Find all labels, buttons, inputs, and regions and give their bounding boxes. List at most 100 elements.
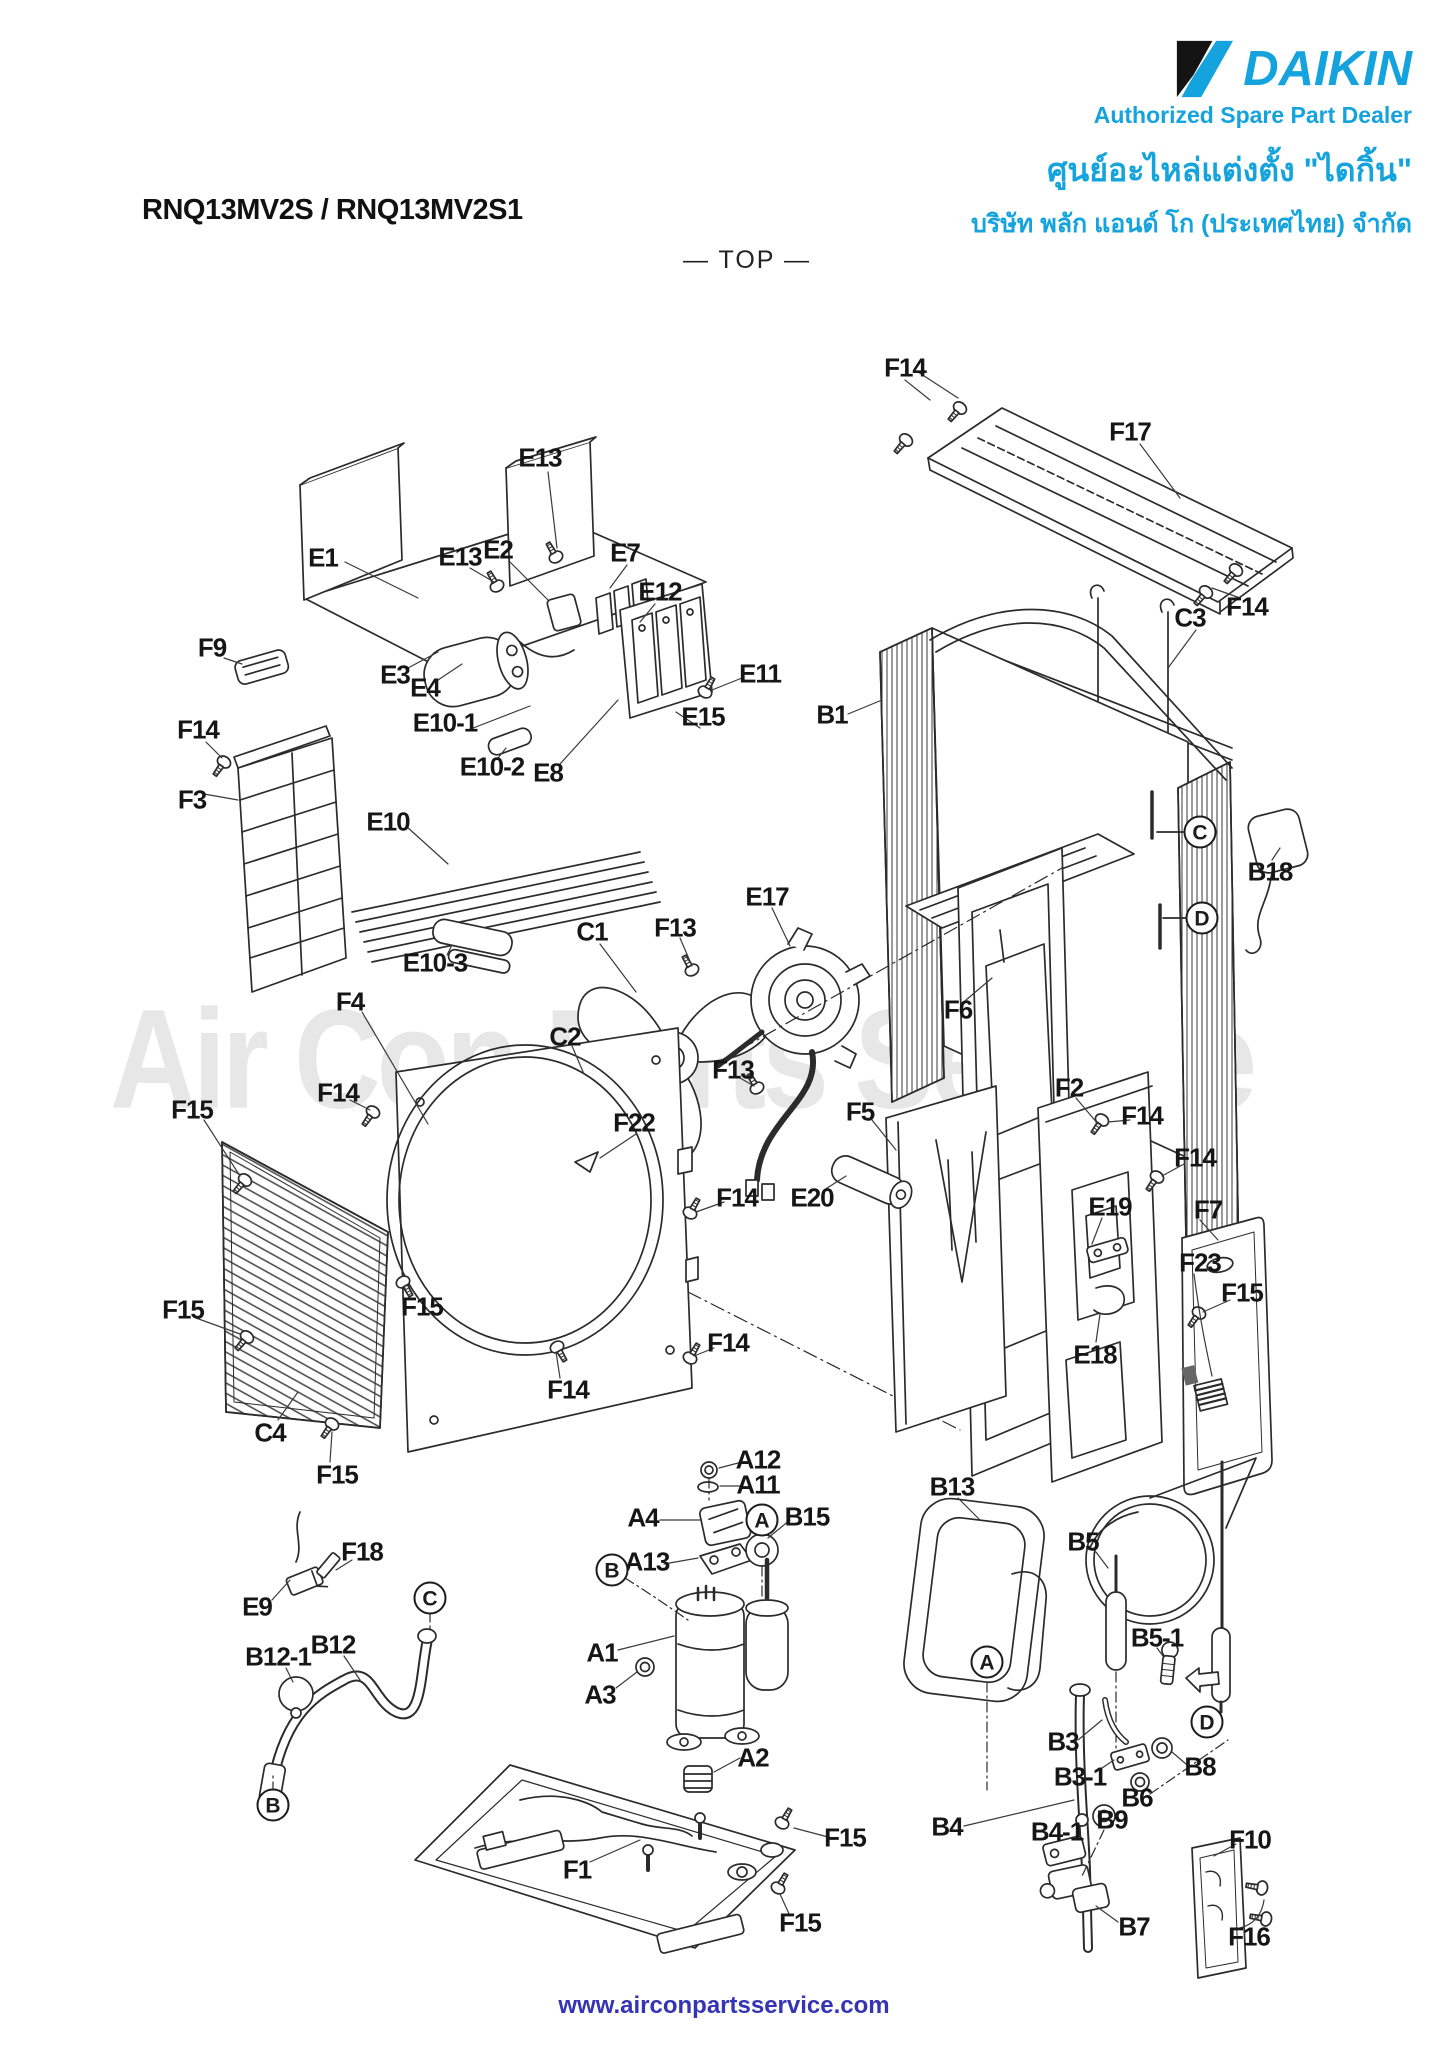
sound-blanket-drawing [830, 1155, 913, 1209]
assembly-ref-C: C [413, 1581, 447, 1615]
dealer-tagline: Authorized Spare Part Dealer [1093, 102, 1412, 128]
part-label-C3: C3 [1174, 602, 1206, 633]
front-grille-drawing [221, 1141, 389, 1429]
daikin-logo: DAIKIN [971, 38, 1412, 100]
side-plate-drawing [1181, 1216, 1273, 1496]
part-label-B12-1: B12-1 [245, 1641, 312, 1672]
assembly-ref-A: A [745, 1503, 779, 1537]
pipe-b13-drawing [903, 1497, 1047, 1791]
assembly-ref-D: D [1185, 901, 1219, 935]
part-label-F14: F14 [1121, 1100, 1164, 1131]
side-grille-drawing [233, 649, 347, 993]
part-label-F15: F15 [162, 1294, 205, 1325]
part-label-F15: F15 [824, 1822, 867, 1853]
part-label-C2: C2 [549, 1021, 581, 1052]
service-panel-drawing [885, 1085, 1007, 1433]
part-label-F6: F6 [943, 994, 973, 1025]
assembly-ref-B: B [256, 1788, 290, 1822]
part-label-E10-2: E10-2 [459, 751, 525, 782]
model-title: RNQ13MV2S / RNQ13MV2S1 [142, 194, 523, 226]
part-label-B7: B7 [1118, 1911, 1150, 1942]
assembly-ref-A: A [970, 1645, 1004, 1679]
part-label-F9: F9 [197, 632, 227, 663]
part-label-F13: F13 [654, 912, 697, 943]
part-label-F15: F15 [316, 1459, 359, 1490]
part-label-F13: F13 [712, 1054, 755, 1085]
pipe-b12-drawing [258, 1613, 437, 1804]
part-label-E17: E17 [745, 881, 789, 912]
assembly-ref-D: D [1190, 1705, 1224, 1739]
part-label-F14: F14 [1226, 591, 1269, 622]
part-label-C4: C4 [254, 1417, 286, 1448]
assembly-ref-B: B [595, 1553, 629, 1587]
part-label-B18: B18 [1247, 856, 1294, 887]
part-label-F15: F15 [1221, 1277, 1264, 1308]
daikin-mark-icon [1177, 40, 1234, 98]
assembly-ref-C: C [1183, 815, 1217, 849]
leader-lines [195, 371, 1281, 1929]
part-label-A2: A2 [737, 1742, 769, 1773]
part-label-F14: F14 [177, 714, 220, 745]
part-label-B5-1: B5-1 [1130, 1622, 1184, 1653]
part-label-E8: E8 [533, 757, 564, 788]
part-label-F14: F14 [707, 1327, 750, 1358]
part-label-B1: B1 [816, 699, 848, 730]
part-label-A1: A1 [586, 1637, 618, 1668]
view-orientation-label: — TOP — [683, 246, 811, 274]
part-label-A3: A3 [584, 1679, 616, 1710]
part-label-F15: F15 [401, 1291, 444, 1322]
part-label-F5: F5 [845, 1096, 875, 1127]
part-label-B3: B3 [1047, 1726, 1079, 1757]
capillary-b5-drawing [1085, 1457, 1257, 1767]
part-label-E13: E13 [518, 442, 562, 473]
company-name-thai: บริษัท พลัก แอนด์ โก (ประเทศไทย) จำกัด [971, 210, 1412, 238]
part-label-E13: E13 [438, 541, 482, 572]
part-label-B13: B13 [929, 1471, 976, 1502]
part-label-C1: C1 [576, 916, 608, 947]
part-label-E15: E15 [681, 701, 725, 732]
part-label-A12: A12 [735, 1444, 782, 1475]
brand-block: DAIKIN Authorized Spare Part Dealer ศูนย… [971, 38, 1412, 244]
part-label-B4-1: B4-1 [1030, 1816, 1084, 1847]
part-label-F17: F17 [1109, 416, 1152, 447]
part-label-B9: B9 [1096, 1804, 1128, 1835]
part-label-F14: F14 [1174, 1142, 1217, 1173]
part-label-E4: E4 [410, 672, 441, 703]
part-label-B3-1: B3-1 [1053, 1761, 1107, 1792]
electrical-box-drawing [299, 436, 713, 756]
part-label-E10-3: E10-3 [402, 947, 468, 978]
compressor-drawing [624, 1461, 789, 1793]
part-label-E18: E18 [1073, 1339, 1117, 1370]
part-label-A4: A4 [627, 1502, 659, 1533]
part-label-E2: E2 [483, 534, 514, 565]
fan-motor-drawing [715, 867, 1063, 1201]
part-label-B5: B5 [1067, 1526, 1099, 1557]
part-label-F14: F14 [547, 1374, 590, 1405]
part-label-E10: E10 [366, 806, 410, 837]
part-label-E3: E3 [380, 659, 411, 690]
part-label-B8: B8 [1184, 1751, 1216, 1782]
base-pan-drawing [414, 1764, 796, 1954]
part-label-B15: B15 [784, 1501, 831, 1532]
part-label-F14: F14 [716, 1182, 759, 1213]
part-label-F14: F14 [317, 1077, 360, 1108]
part-label-E10-1: E10-1 [412, 707, 478, 738]
top-plate-drawing [927, 407, 1294, 615]
part-label-E7: E7 [610, 537, 641, 568]
back-panel-drawing [1037, 1071, 1163, 1483]
part-label-B12: B12 [310, 1629, 357, 1660]
fan-shroud-drawing [386, 1027, 961, 1453]
part-label-F3: F3 [177, 784, 207, 815]
website-url: www.airconpartsservice.com [558, 1992, 890, 2019]
part-label-F4: F4 [335, 986, 365, 1017]
part-label-E11: E11 [739, 658, 782, 689]
part-label-E1: E1 [308, 542, 339, 573]
part-label-F10: F10 [1229, 1824, 1272, 1855]
part-label-F2: F2 [1054, 1072, 1084, 1103]
wire-harness-drawing [351, 851, 661, 974]
part-label-F14: F14 [884, 352, 927, 383]
part-label-F16: F16 [1228, 1921, 1271, 1952]
part-label-F15: F15 [779, 1907, 822, 1938]
